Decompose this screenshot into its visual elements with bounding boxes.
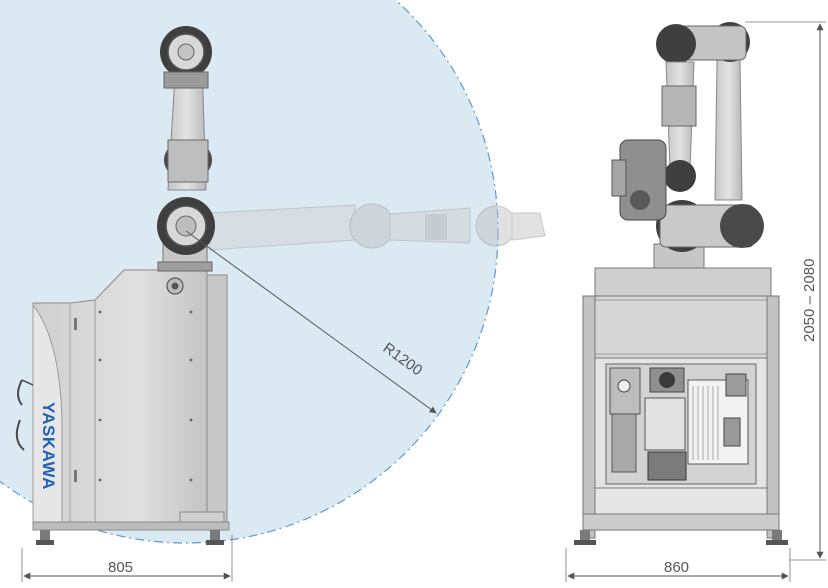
ghost-arm (209, 203, 546, 251)
front-width-dimension: 860 (565, 548, 791, 582)
reach-radius-line (185, 230, 437, 414)
side-robot-arm (157, 26, 215, 272)
height-label: 2050 – 2080 (801, 259, 818, 342)
height-dimension: 2050 – 2080 (745, 21, 826, 561)
front-cabinet (574, 267, 788, 545)
side-cabinet (15, 269, 230, 545)
side-width-dimension: 805 (21, 535, 233, 582)
front-width-label: 860 (664, 559, 689, 576)
side-width-label: 805 (108, 559, 133, 576)
side-view: YASKAWA (15, 26, 546, 582)
front-view: 2050 – 2080 860 (565, 21, 826, 582)
front-robot-arm (611, 22, 764, 269)
brand-logo: YASKAWA (39, 402, 58, 490)
